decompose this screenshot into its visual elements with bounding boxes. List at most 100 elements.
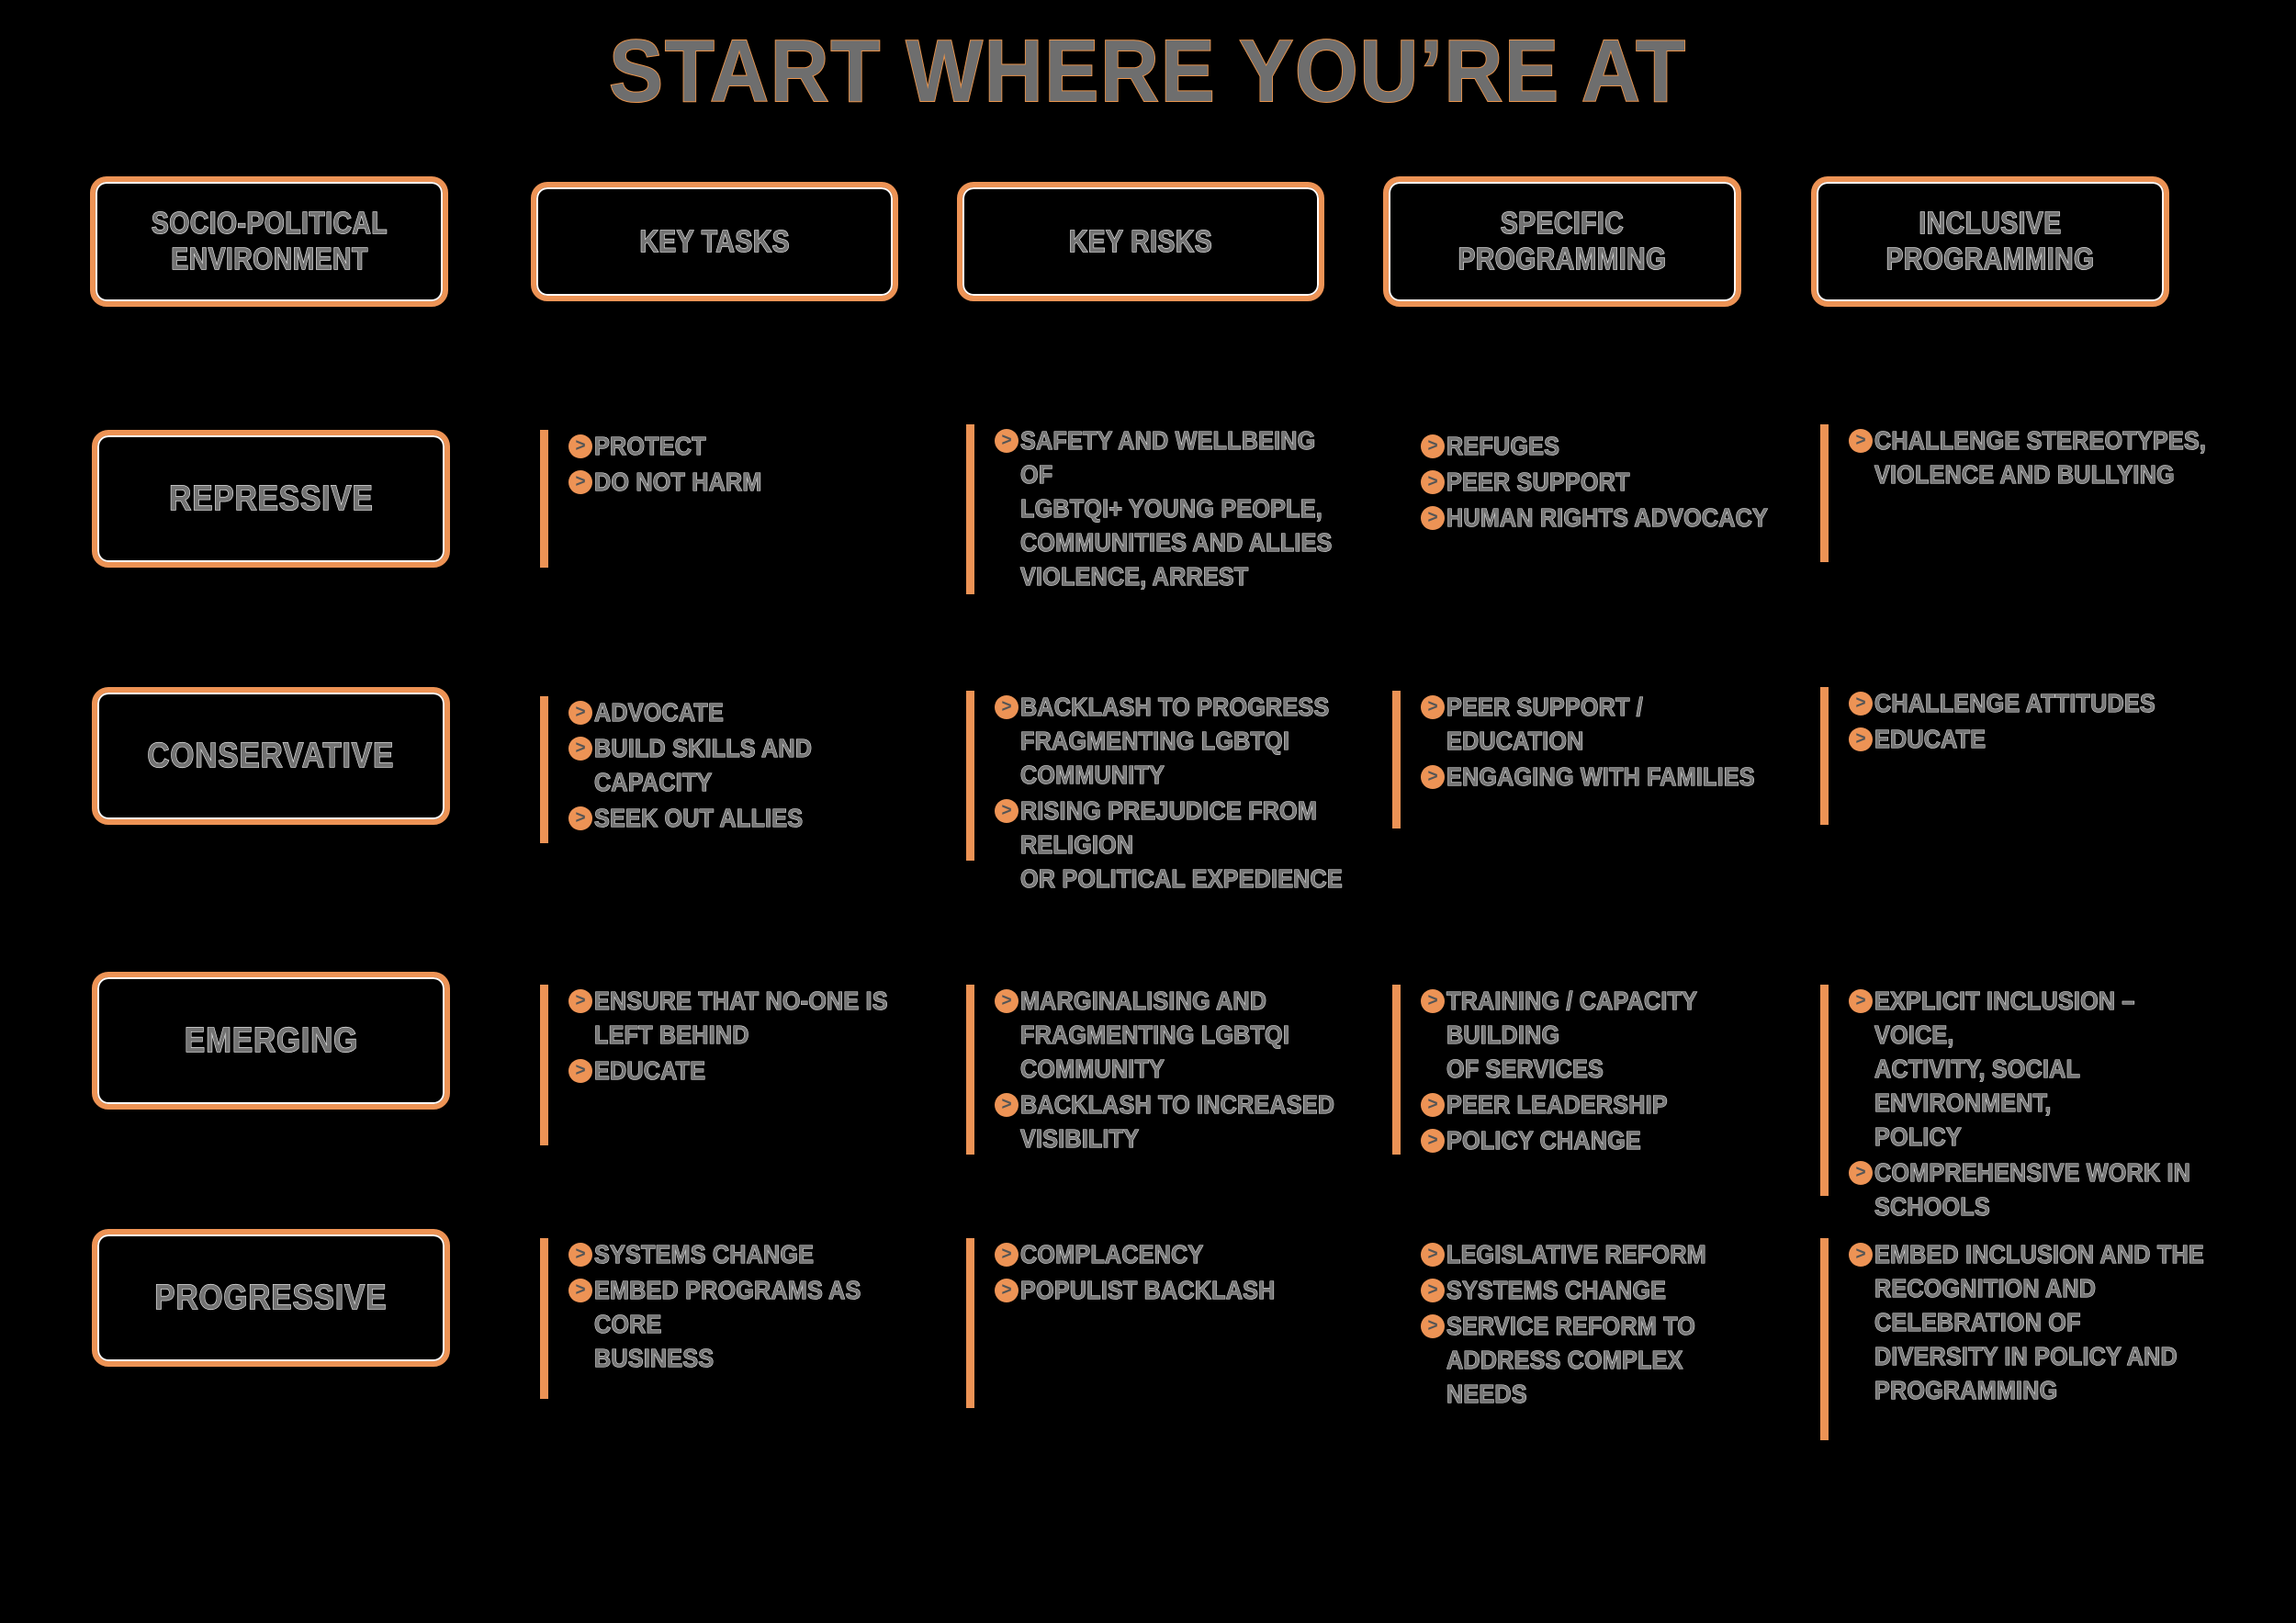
cell-repressive-inclusive-programming: CHALLENGE STEREOTYPES, VIOLENCE AND BULL…: [1820, 424, 2252, 562]
chevron-right-bullet-icon: [1421, 695, 1445, 719]
chevron-right-bullet-icon: [1421, 505, 1445, 530]
bullet-item-label: DO NOT HARM: [594, 467, 762, 496]
row-label-text: PROGRESSIVE: [154, 1278, 388, 1317]
bullet-item: MARGINALISING AND FRAGMENTING LGBTQI COM…: [995, 985, 1398, 1087]
bullet-item: EXPLICIT INCLUSION – VOICE, ACTIVITY, SO…: [1849, 985, 2252, 1155]
bullet-item-label: EMBED INCLUSION AND THE RECOGNITION AND …: [1874, 1240, 2205, 1405]
cell-progressive-key-tasks: SYSTEMS CHANGEEMBED PROGRAMS AS CORE BUS…: [540, 1238, 944, 1399]
chevron-right-bullet-icon: [995, 989, 1019, 1013]
bullet-item: CHALLENGE ATTITUDES: [1849, 687, 2252, 721]
bullet-item: ADVOCATE: [568, 696, 944, 730]
bullet-item-label: COMPREHENSIVE WORK IN SCHOOLS: [1874, 1157, 2191, 1221]
chevron-right-bullet-icon: [1421, 469, 1445, 494]
bullet-item-label: RISING PREJUDICE FROM RELIGION OR POLITI…: [1020, 795, 1344, 893]
chevron-right-bullet-icon: [995, 1243, 1019, 1267]
bullet-item-label: POLICY CHANGE: [1446, 1125, 1642, 1155]
row-label-progressive: PROGRESSIVE: [92, 1229, 450, 1367]
cell-conservative-specific-programming: PEER SUPPORT / EDUCATION ENGAGING WITH FA…: [1392, 691, 1806, 828]
row-label-text: CONSERVATIVE: [147, 736, 395, 775]
bullet-item: DO NOT HARM: [568, 466, 944, 500]
bullet-item-label: BACKLASH TO INCREASED VISIBILITY: [1020, 1089, 1335, 1153]
bullet-item: SEEK OUT ALLIES: [568, 802, 944, 836]
cell-progressive-specific-programming: LEGISLATIVE REFORM SYSTEMS CHANGESERVICE …: [1392, 1238, 1806, 1408]
bullet-item: HUMAN RIGHTS ADVOCACY: [1421, 502, 1806, 535]
bullet-item: EDUCATE: [568, 1054, 944, 1088]
chevron-right-bullet-icon: [995, 429, 1019, 453]
bullet-item: POPULIST BACKLASH: [995, 1274, 1398, 1308]
row-label-text: EMERGING: [184, 1020, 358, 1060]
bullet-item-label: SERVICE REFORM TO ADDRESS COMPLEX NEEDS: [1446, 1311, 1696, 1408]
chevron-right-bullet-icon: [1421, 989, 1445, 1013]
bullet-item-label: POPULIST BACKLASH: [1020, 1275, 1276, 1304]
page-title: START WHERE YOU’RE AT: [608, 22, 1687, 120]
row-label-text: REPRESSIVE: [168, 479, 374, 518]
chevron-right-bullet-icon: [1849, 692, 1873, 716]
bullet-item: LEGISLATIVE REFORM: [1421, 1238, 1806, 1272]
bullet-item-label: CHALLENGE ATTITUDES: [1874, 689, 2156, 718]
bullet-item-label: PEER SUPPORT / EDUCATION: [1446, 693, 1644, 756]
bullet-item-label: EXPLICIT INCLUSION – VOICE, ACTIVITY, SO…: [1874, 986, 2135, 1152]
column-header-label: SPECIFIC PROGRAMMING: [1458, 205, 1667, 276]
bullet-item-label: EMBED PROGRAMS AS CORE BUSINESS: [594, 1275, 861, 1372]
bullet-item: BACKLASH TO INCREASED VISIBILITY: [995, 1088, 1398, 1156]
bullet-item: ENSURE THAT NO-ONE IS LEFT BEHIND: [568, 985, 944, 1053]
bullet-item-label: COMPLACENCY: [1020, 1240, 1204, 1269]
bullet-item: TRAINING / CAPACITY BUILDING OF SERVICES: [1421, 985, 1806, 1087]
bullet-item-label: BACKLASH TO PROGRESS FRAGMENTING LGBTQI …: [1020, 693, 1330, 790]
column-header-specific-programming: SPECIFIC PROGRAMMING: [1383, 176, 1741, 307]
column-header-key-risks: KEY RISKS: [957, 182, 1324, 301]
bullet-item-label: EDUCATE: [594, 1055, 706, 1085]
column-header-label: INCLUSIVE PROGRAMMING: [1885, 205, 2095, 276]
cell-progressive-inclusive-programming: EMBED INCLUSION AND THE RECOGNITION AND …: [1820, 1238, 2252, 1440]
bullet-item-label: EDUCATE: [1874, 724, 1986, 753]
bullet-item-label: HUMAN RIGHTS ADVOCACY: [1446, 502, 1769, 532]
bullet-item: BACKLASH TO PROGRESS FRAGMENTING LGBTQI …: [995, 691, 1398, 793]
row-label-repressive: REPRESSIVE: [92, 430, 450, 568]
chevron-right-bullet-icon: [568, 1278, 592, 1302]
bullet-item: CHALLENGE STEREOTYPES, VIOLENCE AND BULL…: [1849, 424, 2252, 492]
cell-repressive-key-tasks: PROTECT DO NOT HARM: [540, 430, 944, 568]
bullet-item-label: LEGISLATIVE REFORM: [1446, 1240, 1707, 1269]
bullet-item: SERVICE REFORM TO ADDRESS COMPLEX NEEDS: [1421, 1310, 1806, 1412]
chevron-right-bullet-icon: [568, 736, 592, 761]
bullet-item-label: PROTECT: [594, 432, 706, 461]
chevron-right-bullet-icon: [1421, 1313, 1445, 1338]
chevron-right-bullet-icon: [1849, 727, 1873, 751]
bullet-item: COMPREHENSIVE WORK IN SCHOOLS: [1849, 1156, 2252, 1224]
column-header-socio-political-environment: SOCIO-POLITICAL ENVIRONMENT: [90, 176, 448, 307]
bullet-item-label: ENSURE THAT NO-ONE IS LEFT BEHIND: [594, 986, 888, 1050]
cell-emerging-specific-programming: TRAINING / CAPACITY BUILDING OF SERVICES…: [1392, 985, 1806, 1155]
chevron-right-bullet-icon: [568, 1058, 592, 1083]
chevron-right-bullet-icon: [1849, 1160, 1873, 1185]
chevron-right-bullet-icon: [1421, 1243, 1445, 1267]
row-label-conservative: CONSERVATIVE: [92, 687, 450, 825]
bullet-item-label: PEER LEADERSHIP: [1446, 1089, 1668, 1119]
bullet-item-label: BUILD SKILLS AND CAPACITY: [594, 733, 813, 796]
bullet-item-label: PEER SUPPORT: [1446, 467, 1630, 496]
chevron-right-bullet-icon: [1849, 989, 1873, 1013]
chevron-right-bullet-icon: [995, 1092, 1019, 1117]
cell-repressive-key-risks: SAFETY AND WELLBEING OF LGBTQI+ YOUNG PE…: [966, 424, 1389, 594]
bullet-item-label: TRAINING / CAPACITY BUILDING OF SERVICES: [1446, 986, 1697, 1084]
chevron-right-bullet-icon: [568, 469, 592, 494]
chevron-right-bullet-icon: [995, 1278, 1019, 1302]
bullet-item: SYSTEMS CHANGE: [1421, 1274, 1806, 1308]
cell-repressive-specific-programming: REFUGESPEER SUPPORTHUMAN RIGHTS ADVOCACY: [1392, 430, 1806, 568]
bullet-item-label: CHALLENGE STEREOTYPES, VIOLENCE AND BULL…: [1874, 426, 2207, 490]
chevron-right-bullet-icon: [568, 434, 592, 458]
column-header-label: SOCIO-POLITICAL ENVIRONMENT: [151, 205, 388, 276]
chevron-right-bullet-icon: [568, 989, 592, 1013]
bullet-item: BUILD SKILLS AND CAPACITY: [568, 732, 944, 800]
chevron-right-bullet-icon: [1849, 1243, 1873, 1267]
column-header-inclusive-programming: INCLUSIVE PROGRAMMING: [1811, 176, 2169, 307]
bullet-item: SAFETY AND WELLBEING OF LGBTQI+ YOUNG PE…: [995, 424, 1389, 594]
chevron-right-bullet-icon: [1421, 1278, 1445, 1302]
bullet-item-label: ADVOCATE: [594, 698, 725, 727]
bullet-item-label: MARGINALISING AND FRAGMENTING LGBTQI COM…: [1020, 986, 1290, 1084]
bullet-item: PEER SUPPORT / EDUCATION: [1421, 691, 1806, 759]
bullet-item: EMBED INCLUSION AND THE RECOGNITION AND …: [1849, 1238, 2252, 1408]
cell-conservative-inclusive-programming: CHALLENGE ATTITUDES EDUCATE: [1820, 687, 2252, 825]
bullet-item-label: SAFETY AND WELLBEING OF LGBTQI+ YOUNG PE…: [1020, 426, 1333, 592]
cell-emerging-key-risks: MARGINALISING AND FRAGMENTING LGBTQI COM…: [966, 985, 1398, 1155]
bullet-item-label: ENGAGING WITH FAMILIES: [1446, 761, 1755, 791]
